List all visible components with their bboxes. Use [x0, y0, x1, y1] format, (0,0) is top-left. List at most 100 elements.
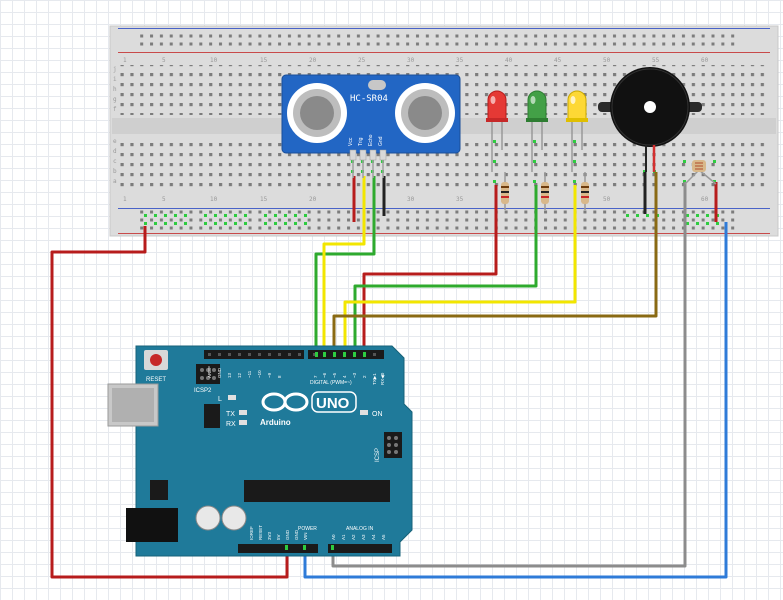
- col-number: 25: [358, 57, 366, 64]
- pin-label: ~5: [332, 372, 337, 378]
- col-number: 35: [456, 57, 464, 64]
- photoresistor-icon[interactable]: [684, 160, 717, 185]
- a0-wire-blue[interactable]: [303, 222, 728, 579]
- icsp-label: ICSP: [375, 448, 381, 462]
- row-letters: j i h g f e d c b a: [113, 66, 117, 185]
- reset-button[interactable]: [150, 354, 162, 366]
- led-label-tx: TX: [226, 411, 235, 418]
- piezo-buzzer-icon[interactable]: [598, 67, 702, 172]
- row-letter: a: [113, 178, 117, 185]
- col-number: 35: [456, 196, 464, 203]
- pin-label: A1: [341, 534, 346, 540]
- led-label-l: L: [218, 396, 222, 403]
- pin-label: Echo: [368, 134, 374, 146]
- column-numbers: 1 5 10 15 20 25 30 35 40 45 50 55 60 1 5…: [123, 57, 709, 203]
- led-label-rx: RX: [226, 421, 236, 428]
- pin-label: 2: [362, 375, 367, 378]
- pin-label: 7: [313, 375, 318, 378]
- analog-label: ANALOG IN: [346, 526, 374, 532]
- digital-pin-labels: AREF GND 13 12 ~11 ~10 ~9 8 7 ~6 ~5 4 ~3…: [207, 366, 385, 385]
- pin-label: ~10: [257, 370, 262, 378]
- model-label: UNO: [316, 395, 350, 412]
- power-jack-icon[interactable]: [126, 508, 178, 542]
- pin-label: IOREF: [249, 526, 254, 540]
- pin-label: VIN: [303, 532, 308, 540]
- col-number: 20: [309, 196, 317, 203]
- reset-label: RESET: [146, 377, 166, 383]
- pin-label: Gnd: [378, 136, 384, 146]
- power-pin-labels: IOREF RESET 3V3 5V GND GND VIN A0 A1 A2 …: [249, 525, 386, 540]
- led-red[interactable]: [486, 90, 508, 172]
- pin-label: AREF: [207, 366, 212, 378]
- pin-label: ~11: [247, 370, 252, 378]
- power-header[interactable]: [238, 544, 318, 553]
- row-letter: c: [113, 158, 117, 165]
- icsp-header[interactable]: [384, 432, 402, 458]
- top-power-rail: [140, 30, 740, 50]
- sensor-pin-labels: Vcc Trig Echo Gnd: [348, 134, 384, 146]
- arduino-logo-icon: [261, 392, 309, 412]
- green-led-wire[interactable]: [353, 185, 538, 356]
- digital-label: DIGITAL (PWM=~): [310, 380, 352, 386]
- transducer-left-icon: [300, 96, 334, 130]
- icsp2-label: ICSP2: [194, 388, 212, 394]
- yellow-led-wire[interactable]: [343, 185, 577, 356]
- pin-label: 4: [342, 375, 347, 378]
- led-yellow[interactable]: [566, 90, 588, 172]
- pin-label: Trig: [358, 137, 364, 146]
- bottom-power-rail: [140, 210, 740, 230]
- atmega-chip-icon: [244, 480, 390, 502]
- pin-label: A2: [351, 534, 356, 540]
- buzzer-wire-brown[interactable]: [332, 172, 658, 356]
- row-letter: g: [113, 96, 117, 103]
- pin-label: 3V3: [267, 531, 272, 540]
- pin-label: GND: [285, 529, 290, 540]
- pin-label: 5V: [276, 534, 281, 540]
- row-letter: j: [113, 66, 117, 73]
- pin-label: 13: [227, 372, 232, 378]
- col-number: 30: [407, 196, 415, 203]
- gnd-wire-red[interactable]: [50, 226, 289, 579]
- analog-header[interactable]: [328, 544, 392, 553]
- crystal-icon: [368, 80, 386, 90]
- col-number: 10: [210, 196, 218, 203]
- digital-header-left[interactable]: [204, 350, 304, 359]
- col-number: 45: [554, 57, 562, 64]
- pin-label: GND: [294, 529, 299, 540]
- col-number: 10: [210, 57, 218, 64]
- pin-label: ~6: [322, 372, 327, 378]
- pin-label: 8: [277, 375, 282, 378]
- row-letter: d: [113, 148, 117, 155]
- col-number: 15: [260, 196, 268, 203]
- resistor-2[interactable]: [541, 172, 549, 210]
- led-label-on: ON: [372, 411, 383, 418]
- col-number: 55: [652, 57, 660, 64]
- col-number: 5: [162, 57, 166, 64]
- wires: [50, 172, 728, 579]
- col-number: 1: [123, 196, 127, 203]
- capacitor-icon: [195, 505, 221, 531]
- row-letter: h: [113, 86, 117, 93]
- row-letter: b: [113, 168, 117, 175]
- col-number: 15: [260, 57, 268, 64]
- trig-wire-green[interactable]: [314, 176, 376, 356]
- col-number: 60: [701, 196, 709, 203]
- resistor-1[interactable]: [501, 172, 509, 210]
- col-number: 1: [123, 57, 127, 64]
- col-number: 60: [701, 57, 709, 64]
- transducer-right-icon: [408, 96, 442, 130]
- echo-wire-yellow[interactable]: [322, 176, 366, 356]
- ultrasonic-sensor[interactable]: HC-SR04 Vcc Trig Echo Gnd: [281, 74, 461, 178]
- brand-label: Arduino: [260, 418, 291, 427]
- voltage-regulator-icon: [150, 480, 168, 500]
- led-green[interactable]: [526, 90, 548, 172]
- capacitor-icon: [221, 505, 247, 531]
- arduino-uno-board[interactable]: RESET ICSP2 ICSP L TX RX ON: [107, 345, 413, 557]
- pin-label: Vcc: [348, 137, 354, 146]
- resistor-3[interactable]: [581, 172, 589, 210]
- a0-wire-gray[interactable]: [331, 182, 687, 568]
- pin-label: 12: [237, 372, 242, 378]
- sensor-label: HC-SR04: [350, 94, 388, 104]
- pin-label: RESET: [258, 525, 263, 540]
- row-letter: f: [113, 106, 117, 113]
